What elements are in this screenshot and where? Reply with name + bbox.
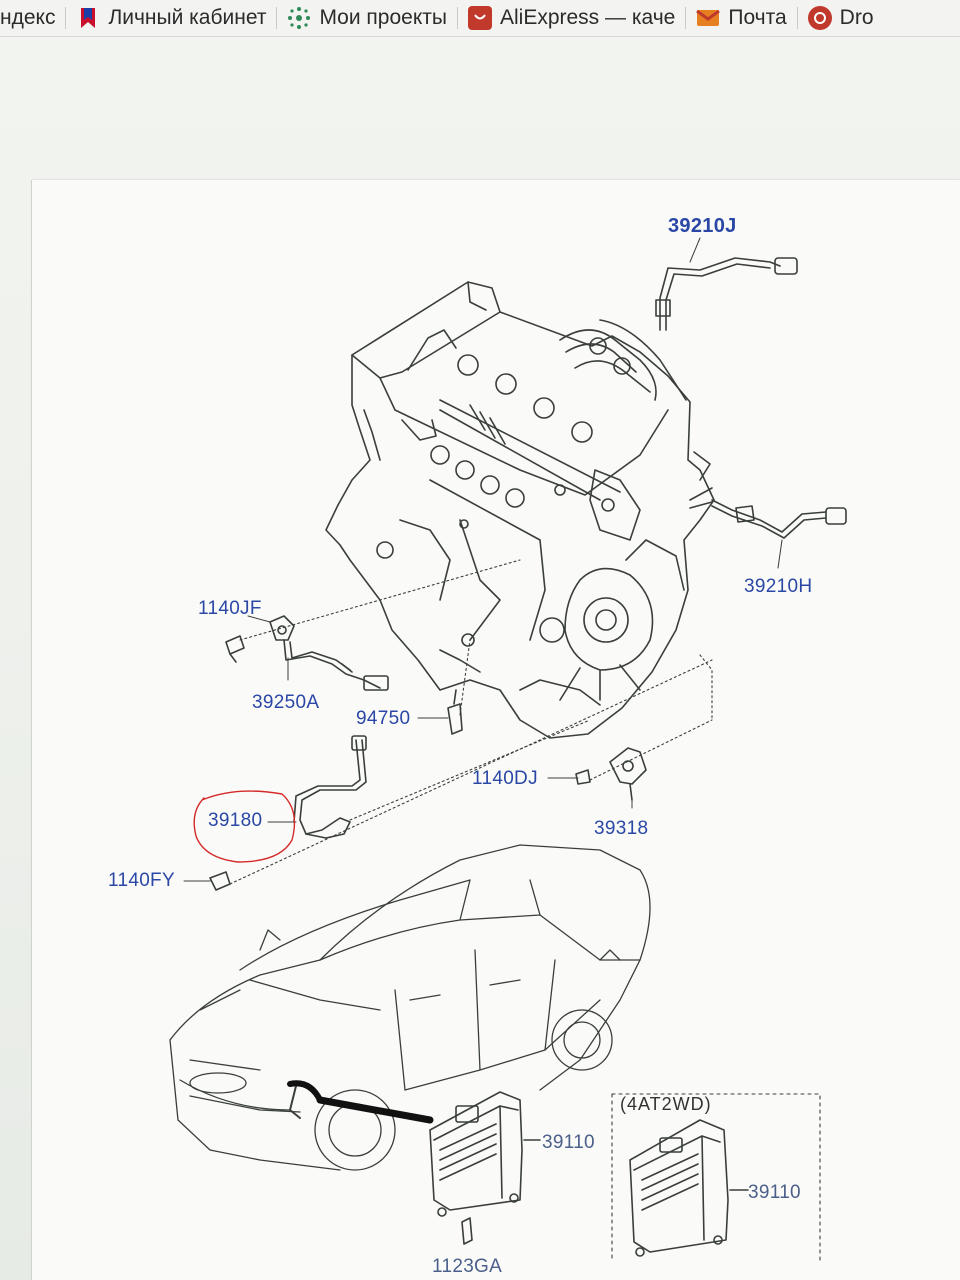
bookmarks-bar: ндекс Личный кабинет Мои проекты AliExpr…	[0, 0, 960, 37]
part-label-39250a[interactable]: 39250A	[252, 692, 320, 713]
red-highlight-circle	[193, 790, 296, 863]
bag-icon	[467, 6, 492, 30]
sensor-39250a	[225, 615, 389, 691]
o2-sensor-39210j	[655, 257, 798, 331]
bookmark-separator	[685, 7, 687, 29]
bookmark-label: ндекс	[0, 6, 56, 29]
sensor-39180	[209, 735, 367, 891]
engine-block	[325, 281, 715, 739]
bookmark-separator	[276, 7, 278, 29]
parts-catalog-panel	[32, 180, 960, 1280]
bookmark-yandex[interactable]: ндекс	[0, 0, 65, 36]
variant-note: (4AT2WD)	[620, 1094, 712, 1114]
part-label-1140jf[interactable]: 1140JF	[198, 598, 262, 619]
sensor-94750	[447, 689, 463, 735]
part-label-39110-variant[interactable]: 39110	[748, 1182, 801, 1203]
sparkle-icon	[287, 6, 311, 30]
part-label-39210j[interactable]: 39210J	[668, 215, 737, 237]
bookmark-label: Личный кабинет	[108, 6, 267, 29]
bookmark-my-projects[interactable]: Мои проекты	[287, 0, 457, 36]
bookmark-personal-account[interactable]: Личный кабинет	[76, 0, 276, 36]
flag-icon	[76, 6, 100, 30]
sensor-39318	[575, 747, 647, 801]
part-label-1123ga[interactable]: 1123GA	[432, 1256, 503, 1277]
bookmark-separator	[65, 7, 67, 29]
part-label-1140dj[interactable]: 1140DJ	[472, 768, 538, 789]
bookmark-mail[interactable]: Почта	[696, 0, 796, 36]
part-label-1140fy[interactable]: 1140FY	[108, 870, 175, 891]
bookmark-label: Почта	[728, 6, 787, 29]
ecu-module-39110	[429, 1091, 541, 1245]
ecu-location-pointer	[287, 1080, 434, 1124]
bookmark-drive2[interactable]: Dro	[807, 0, 884, 36]
bookmark-aliexpress[interactable]: AliExpress — каче	[467, 0, 685, 36]
dashed-leaders	[229, 559, 713, 885]
part-label-39180[interactable]: 39180	[208, 810, 263, 831]
o2-sensor-39210h	[689, 499, 847, 539]
bookmark-label: Мои проекты	[319, 6, 447, 29]
variant-4at2wd-box	[611, 1093, 821, 1261]
drive2-icon	[807, 6, 832, 30]
part-label-39210h[interactable]: 39210H	[744, 576, 813, 597]
part-label-39318[interactable]: 39318	[594, 818, 649, 839]
car-outline	[169, 844, 651, 1171]
bookmark-separator	[456, 7, 458, 29]
bookmark-label: Dro	[839, 6, 874, 29]
mail-icon	[696, 6, 721, 30]
part-label-94750[interactable]: 94750	[356, 708, 411, 729]
label-leaders	[183, 237, 783, 882]
bookmark-label: AliExpress — каче	[499, 6, 676, 29]
part-label-39110-main[interactable]: 39110	[542, 1132, 595, 1153]
bookmark-separator	[796, 7, 798, 29]
